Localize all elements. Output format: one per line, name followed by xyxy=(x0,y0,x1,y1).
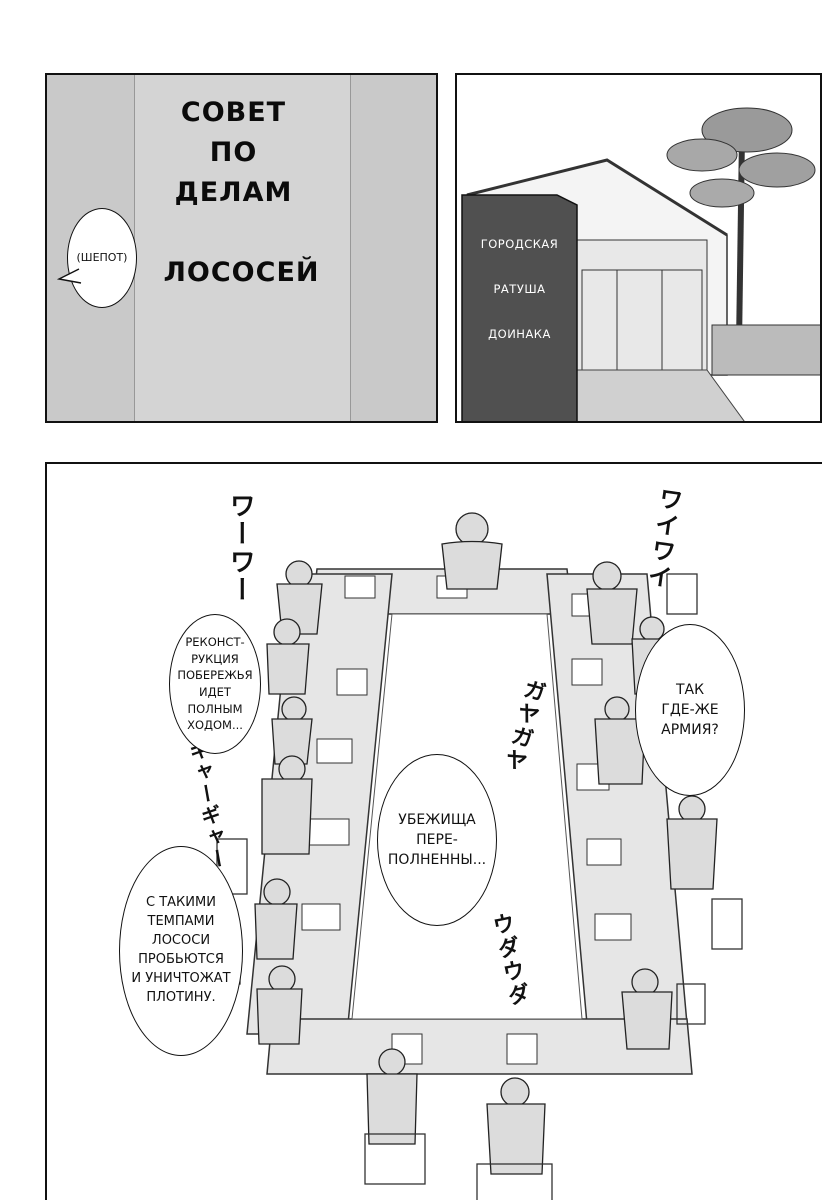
sign-line-1: СОВЕТ xyxy=(180,97,287,128)
sign-line-3: ДЕЛАМ xyxy=(174,177,293,208)
bubble-salmon-destroy-dam: С ТАКИМИ ТЕМПАМИ ЛОСОСИ ПРОБЬЮТСЯ И УНИЧ… xyxy=(119,846,243,1056)
plaque-line-3: ДОИНАКА xyxy=(488,327,551,341)
whisper-bubble: (ШЕПОТ) xyxy=(67,208,137,308)
sign-line-4: ЛОСОСЕЙ xyxy=(163,257,320,288)
tree-drawing xyxy=(666,107,816,371)
whisper-bubble-tail xyxy=(57,268,82,284)
bubble-where-is-army: ТАК ГДЕ-ЖЕ АРМИЯ? xyxy=(635,624,745,796)
panel-council-sign: СОВЕТ ПО ДЕЛАМ ЛОСОСЕЙ (ШЕПОТ) xyxy=(45,73,438,423)
sfx-wa-wa: ワーワー xyxy=(225,492,255,604)
panel-town-hall: ГОРОДСКАЯ РАТУША ДОИНАКА xyxy=(455,73,822,423)
bubble-shelters-overcrowded: УБЕЖИЩА ПЕРЕ- ПОЛНЕННЫ... xyxy=(377,754,497,926)
town-hall-illustration xyxy=(461,107,820,421)
bubble-coast-reconstruction: РЕКОНСТ- РУКЦИЯ ПОБЕРЕЖЬЯ ИДЕТ ПОЛНЫМ ХО… xyxy=(169,614,261,754)
panel-meeting: ワーワー ギャーギャー ワイワイ ガヤガヤ ウダウダ РЕКОНСТ- РУКЦ… xyxy=(45,462,822,1200)
plaque-line-2: РАТУША xyxy=(493,282,546,296)
wall-background xyxy=(134,75,351,421)
plaque-line-1: ГОРОДСКАЯ xyxy=(480,237,559,251)
sign-line-2: ПО xyxy=(209,137,258,168)
